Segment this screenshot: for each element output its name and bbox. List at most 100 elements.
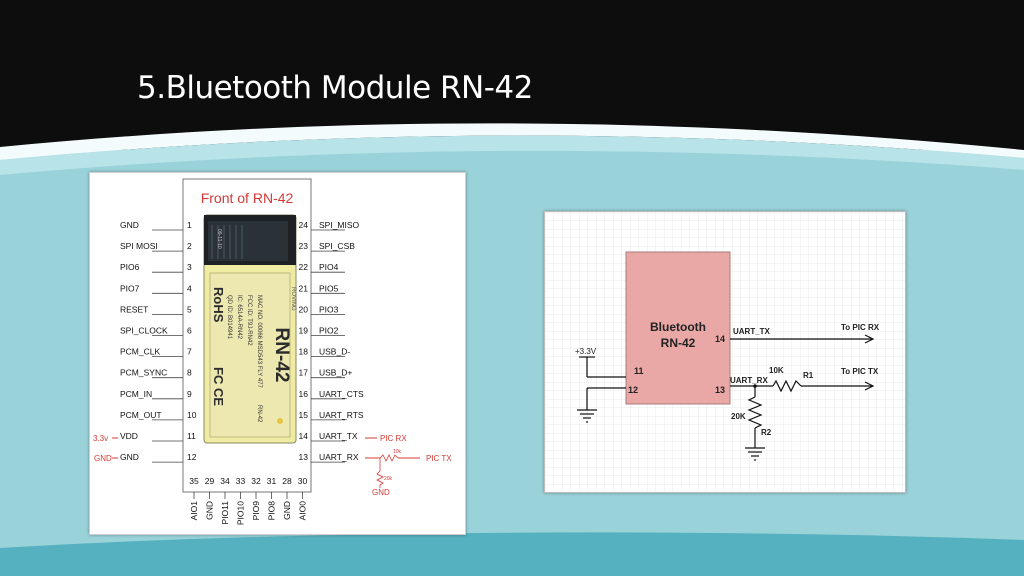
- chip-dot: [277, 418, 283, 424]
- r2-value: 20K: [731, 412, 746, 421]
- right-pin-number: 17: [299, 368, 309, 378]
- right-pin-name: PIO2: [319, 326, 339, 336]
- schematic-diagram: Bluetooth RN-42 11 12 13 14: [545, 212, 905, 492]
- right-pin-number: 21: [299, 283, 309, 293]
- bottom-pin-number: 30: [298, 476, 308, 486]
- right-pin-name: UART_RTS: [319, 410, 364, 420]
- right-pin-number: 15: [299, 410, 309, 420]
- right-pin-name: PIO5: [319, 283, 339, 293]
- right-pin-group: 24 SPI_MISO 23 SPI_CSB 22 PIO4 21 PIO5 20 PIO3 19 P…: [299, 220, 364, 463]
- right-pin-number: 16: [299, 389, 309, 399]
- module-model: RN-42: [661, 336, 696, 350]
- chip-line2: MAC NO. 00066 MSD543 FLY 477: [256, 295, 262, 388]
- out-pic-tx: To PIC TX: [841, 367, 879, 376]
- chip-rohs: RoHS: [211, 287, 226, 323]
- annotation-gnd-bottom: GND: [372, 488, 390, 497]
- chip-line5: QD ID: B014941: [226, 295, 232, 340]
- left-pin-name: PCM_SYNC: [120, 368, 167, 378]
- chip-photo: RN-42 MAC NO. 00066 MSD543 FLY 477 FCC I…: [203, 214, 297, 444]
- left-pin-name: VDD: [120, 431, 138, 441]
- right-pin-number: 14: [299, 431, 309, 441]
- bottom-pin-number: 35: [189, 476, 199, 486]
- bottom-pin-name: PIO8: [267, 501, 277, 521]
- chip-fcc-ce: FC CE: [211, 367, 226, 406]
- annotation-pic-rx: PIC RX: [380, 434, 407, 443]
- bottom-pin-number: 32: [251, 476, 261, 486]
- left-pin-number: 4: [187, 283, 192, 293]
- r1-value: 10K: [769, 366, 784, 375]
- chip-line3: FCC ID: T9J-RN42: [246, 295, 252, 346]
- left-pin-name: GND: [120, 220, 139, 230]
- right-pin-name: UART_TX: [319, 431, 358, 441]
- chip-date: 09-11-10: [216, 229, 222, 249]
- annotation-20k: 20k: [384, 476, 393, 482]
- chip-line1: RN-42: [256, 405, 262, 423]
- pin-13-label: 13: [715, 385, 725, 395]
- pin-12-label: 12: [628, 385, 638, 395]
- left-pin-number: 1: [187, 220, 192, 230]
- left-pin-number: 12: [187, 452, 197, 462]
- chip-brand: ROVING: [290, 287, 296, 311]
- left-pin-number: 2: [187, 241, 192, 251]
- right-pin-name: SPI_CSB: [319, 241, 355, 251]
- bottom-pin-name: AIO1: [189, 501, 199, 521]
- left-pin-number: 3: [187, 262, 192, 272]
- pin-14-label: 14: [715, 334, 725, 344]
- left-pin-name: SPI_CLOCK: [120, 326, 168, 336]
- bottom-pin-number: 33: [236, 476, 246, 486]
- right-pin-name: UART_CTS: [319, 389, 364, 399]
- left-pin-number: 5: [187, 304, 192, 314]
- right-pin-name: UART_RX: [319, 452, 359, 462]
- right-pin-number: 18: [299, 347, 309, 357]
- supply-label: +3.3V: [575, 347, 597, 356]
- annotation-10k: 10k: [393, 449, 402, 455]
- right-pin-name: USB_D-: [319, 347, 350, 357]
- left-pin-name: SPI MOSI: [120, 241, 158, 251]
- left-pin-name: RESET: [120, 304, 148, 314]
- module-box: [625, 251, 731, 405]
- net-uart-rx: UART_RX: [730, 376, 768, 385]
- pinout-diagram: Front of RN-42 RN-42 MAC NO. 00066 MSD54…: [93, 178, 452, 525]
- right-pin-number: 22: [299, 262, 309, 272]
- bottom-pin-number: 31: [267, 476, 277, 486]
- pinout-panel: Front of RN-42 RN-42 MAC NO. 00066 MSD54…: [89, 172, 466, 535]
- right-pin-number: 20: [299, 304, 309, 314]
- chip-line4: IC: 6514A-RN42: [236, 295, 242, 340]
- left-pin-number: 10: [187, 410, 197, 420]
- pinout-caption: Front of RN-42: [201, 190, 294, 206]
- bottom-pin-name: PIO10: [236, 501, 246, 525]
- left-pin-name: PCM_CLK: [120, 347, 160, 357]
- right-pin-number: 24: [299, 220, 309, 230]
- annotation-pic-tx: PIC TX: [426, 454, 452, 463]
- right-pin-number: 19: [299, 326, 309, 336]
- left-pin-name: GND: [120, 452, 139, 462]
- left-pin-name: PIO7: [120, 283, 140, 293]
- r2-name: R2: [761, 428, 772, 437]
- left-pin-number: 9: [187, 389, 192, 399]
- bottom-pin-name: PIO11: [220, 501, 230, 525]
- right-pin-number: 23: [299, 241, 309, 251]
- right-pin-name: SPI_MISO: [319, 220, 360, 230]
- right-pin-name: PIO3: [319, 304, 339, 314]
- bottom-pin-number: 29: [205, 476, 215, 486]
- bottom-pin-name: PIO9: [251, 501, 261, 521]
- bottom-pin-number: 34: [220, 476, 230, 486]
- annotation-3v3: 3.3v: [93, 434, 108, 443]
- left-pin-name: PCM_IN: [120, 389, 152, 399]
- net-uart-tx: UART_TX: [733, 327, 771, 336]
- bottom-pin-number: 28: [282, 476, 292, 486]
- bottom-pin-name: GND: [282, 501, 292, 520]
- annotation-gnd-left: GND: [94, 454, 112, 463]
- module-name: Bluetooth: [650, 320, 706, 334]
- bottom-pin-name: AIO0: [298, 501, 308, 521]
- left-pin-name: PCM_OUT: [120, 410, 162, 420]
- bottom-pin-name: GND: [205, 501, 215, 520]
- right-pin-name: PIO4: [319, 262, 339, 272]
- left-pin-number: 7: [187, 347, 192, 357]
- out-pic-rx: To PIC RX: [841, 323, 880, 332]
- left-pin-number: 11: [187, 431, 196, 441]
- chip-model-large: RN-42: [271, 328, 292, 383]
- slide-title: 5.Bluetooth Module RN-42: [137, 70, 533, 106]
- right-pin-name: USB_D+: [319, 368, 352, 378]
- right-pin-number: 13: [299, 452, 309, 462]
